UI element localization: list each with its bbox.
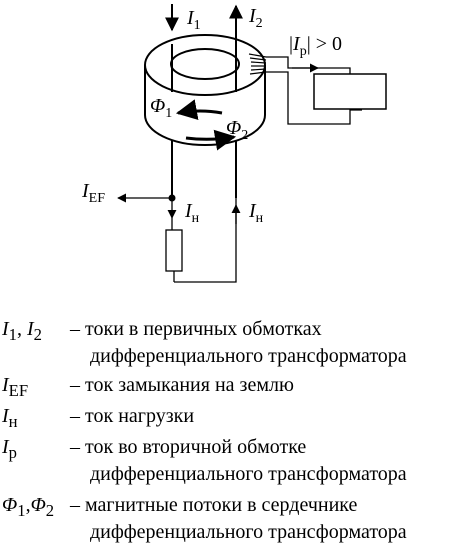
legend-text-phi: – магнитные потоки в сердечнике xyxy=(70,494,358,516)
legend-text-ip: – ток во вторичной обмотке xyxy=(70,436,307,458)
label-i1: I1 xyxy=(186,7,201,33)
legend-symbol-ip: Ip xyxy=(2,436,17,462)
label-i2: I2 xyxy=(248,5,263,31)
legend-symbol-ief: IEF xyxy=(2,374,29,400)
legend-text-i1-i2: – токи в первичных обмотках xyxy=(70,318,322,340)
legend-symbol-in: Iн xyxy=(2,405,18,431)
legend-cont-i1-i2: дифференциального трансформатора xyxy=(90,345,407,367)
label-ief: IEF xyxy=(81,180,105,206)
legend-cont-ip: дифференциального трансформатора xyxy=(90,463,407,485)
legend-symbol-phi: Φ1,Φ2 xyxy=(2,494,55,520)
flux-phi2-arrow xyxy=(185,129,237,151)
secondary-winding xyxy=(248,53,267,75)
legend-text-in: – ток нагрузки xyxy=(70,405,195,427)
label-in-right: Iн xyxy=(248,200,264,226)
label-ip-condition: |Ip| > 0 xyxy=(289,33,342,59)
flux-phi1-arrow xyxy=(175,99,223,120)
label-phi1: Φ1 xyxy=(150,95,172,121)
legend-text-ief: – ток замыкания на землю xyxy=(70,374,294,396)
legend-symbol-i1-i2: I1, I2 xyxy=(2,318,42,344)
label-phi2: Φ2 xyxy=(226,117,248,143)
legend: I1, I2 – токи в первичных обмотках диффе… xyxy=(0,318,465,552)
relay-box xyxy=(313,73,387,110)
load-resistor xyxy=(165,229,183,272)
legend-cont-phi: дифференциального трансформатора xyxy=(90,521,407,543)
differential-transformer-diagram: I1 I2 |Ip| > 0 Φ1 Φ2 IEF Iн Iн xyxy=(81,4,387,283)
load-circuit xyxy=(167,198,241,283)
label-in-left: Iн xyxy=(184,200,200,226)
